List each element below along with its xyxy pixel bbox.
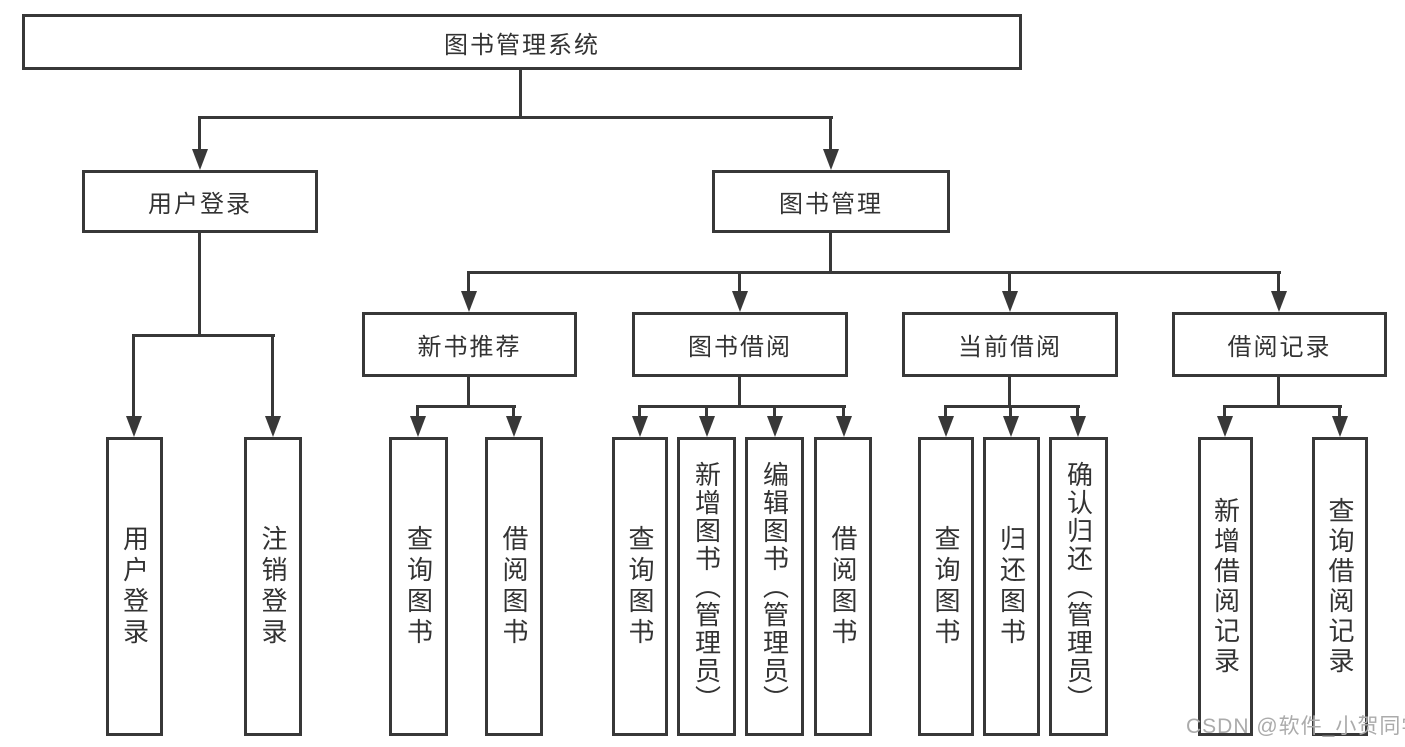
node-label: 注销登录 — [258, 524, 288, 649]
tree-connector-line — [1009, 406, 1012, 417]
tree-connector-line — [519, 70, 522, 119]
node-book-management: 图书管理 — [712, 170, 950, 233]
tree-connector-line — [198, 117, 201, 151]
node-nbr-borrow-book: 借阅图书 — [485, 437, 543, 736]
tree-connector-line — [1277, 272, 1280, 293]
tree-connector-line — [467, 377, 470, 408]
node-label: 图书管理系统 — [444, 31, 600, 59]
tree-connector-line — [132, 335, 135, 416]
node-bb-borrow-book: 借阅图书 — [814, 437, 872, 736]
arrow-down-icon — [938, 416, 954, 437]
node-br-add-record: 新增借阅记录 — [1198, 437, 1253, 736]
tree-connector-line — [271, 335, 274, 416]
node-borrowing-records: 借阅记录 — [1172, 312, 1387, 377]
node-library-system: 图书管理系统 — [22, 14, 1022, 70]
node-logout: 注销登录 — [244, 437, 302, 736]
tree-connector-line — [416, 405, 516, 408]
tree-connector-line — [1223, 406, 1226, 417]
node-label: 新增图书（管理员） — [691, 460, 722, 713]
arrow-down-icon — [1332, 416, 1348, 437]
node-label: 查询图书 — [625, 524, 655, 649]
arrow-down-icon — [265, 416, 281, 437]
node-cb-confirm-return: 确认归还（管理员） — [1049, 437, 1108, 736]
node-nbr-query-book: 查询图书 — [389, 437, 448, 736]
tree-connector-line — [829, 117, 832, 151]
node-bb-add-book: 新增图书（管理员） — [677, 437, 736, 736]
arrow-down-icon — [732, 291, 748, 312]
tree-connector-line — [1008, 377, 1011, 408]
tree-connector-line — [638, 405, 846, 408]
tree-connector-line — [944, 406, 947, 417]
node-label: 借阅图书 — [499, 524, 529, 649]
tree-connector-line — [829, 233, 832, 274]
tree-connector-line — [738, 377, 741, 408]
node-label: 归还图书 — [996, 524, 1027, 649]
arrow-down-icon — [823, 149, 839, 170]
tree-connector-line — [738, 272, 741, 293]
tree-connector-line — [1008, 272, 1011, 293]
node-br-query-record: 查询借阅记录 — [1312, 437, 1368, 736]
tree-connector-line — [705, 406, 708, 417]
tree-connector-line — [1338, 406, 1341, 417]
arrow-down-icon — [1070, 416, 1086, 437]
arrow-down-icon — [767, 416, 783, 437]
tree-connector-line — [467, 272, 470, 293]
tree-connector-line — [198, 233, 201, 337]
arrow-down-icon — [1003, 416, 1019, 437]
node-label: 编辑图书（管理员） — [759, 460, 790, 713]
tree-connector-line — [944, 405, 1080, 408]
node-label: 借阅记录 — [1227, 334, 1332, 361]
tree-connector-line — [1277, 377, 1280, 408]
node-login: 用户登录 — [106, 437, 163, 736]
node-label: 当前借阅 — [958, 334, 1062, 361]
tree-connector-line — [773, 406, 776, 417]
arrow-down-icon — [410, 416, 426, 437]
node-new-book-recommend: 新书推荐 — [362, 312, 577, 377]
node-label: 新增借阅记录 — [1210, 496, 1241, 677]
node-bb-edit-book: 编辑图书（管理员） — [745, 437, 804, 736]
arrow-down-icon — [192, 149, 208, 170]
node-label: 确认归还（管理员） — [1063, 460, 1094, 713]
arrow-down-icon — [506, 416, 522, 437]
node-current-borrowing: 当前借阅 — [902, 312, 1118, 377]
arrow-down-icon — [126, 416, 142, 437]
tree-connector-line — [1223, 405, 1342, 408]
node-label: 借阅图书 — [828, 524, 858, 649]
node-label: 新书推荐 — [417, 334, 522, 361]
tree-connector-line — [638, 406, 641, 417]
tree-connector-line — [842, 406, 845, 417]
node-book-borrowing: 图书借阅 — [632, 312, 848, 377]
node-label: 查询图书 — [403, 524, 434, 649]
tree-connector-line — [467, 271, 1281, 274]
node-label: 用户登录 — [148, 191, 252, 218]
tree-connector-line — [1076, 406, 1079, 417]
arrow-down-icon — [836, 416, 852, 437]
node-label: 图书借阅 — [688, 334, 792, 361]
tree-connector-line — [198, 116, 833, 119]
arrow-down-icon — [1271, 291, 1287, 312]
node-user-login: 用户登录 — [82, 170, 318, 233]
node-cb-query-book: 查询图书 — [918, 437, 974, 736]
csdn-watermark: CSDN @软件_小贺同学 — [1186, 715, 1405, 738]
node-bb-query-book: 查询图书 — [612, 437, 668, 736]
arrow-down-icon — [632, 416, 648, 437]
node-label: 图书管理 — [779, 191, 883, 218]
arrow-down-icon — [699, 416, 715, 437]
tree-connector-line — [512, 406, 515, 417]
node-cb-return-book: 归还图书 — [983, 437, 1040, 736]
arrow-down-icon — [1217, 416, 1233, 437]
node-label: 用户登录 — [119, 524, 150, 649]
tree-connector-line — [132, 334, 275, 337]
tree-connector-line — [416, 406, 419, 417]
arrow-down-icon — [1002, 291, 1018, 312]
node-label: 查询借阅记录 — [1325, 496, 1355, 677]
arrow-down-icon — [461, 291, 477, 312]
node-label: 查询图书 — [931, 524, 961, 649]
